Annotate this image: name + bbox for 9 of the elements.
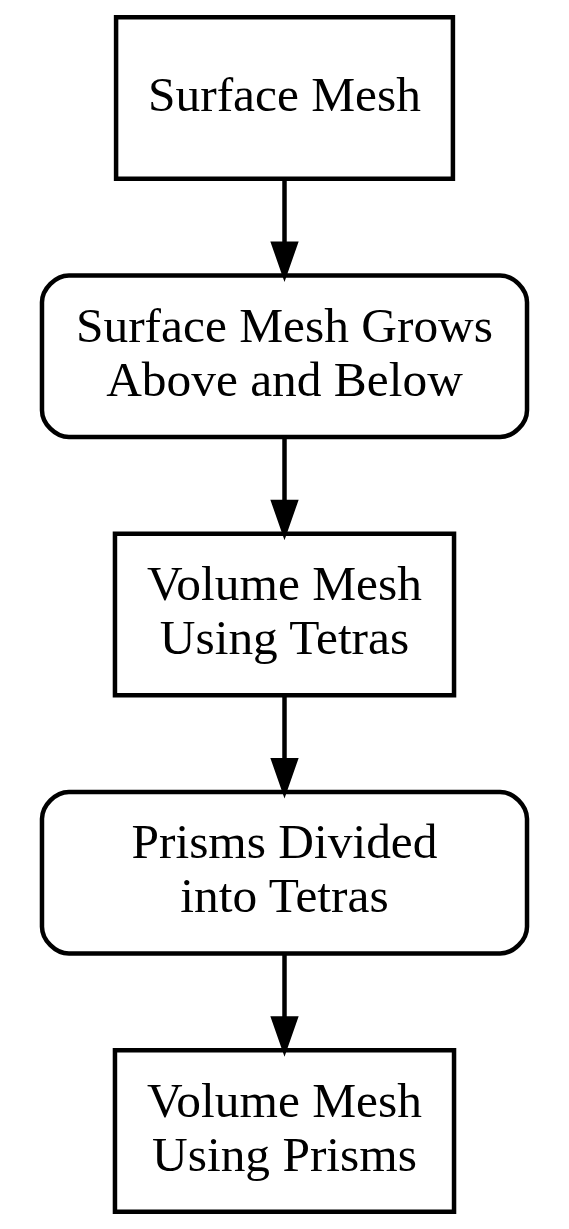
node-box: Volume Mesh Using Prisms bbox=[112, 1047, 457, 1215]
arrow bbox=[270, 179, 299, 282]
node-box: Surface Mesh Grows Above and Below bbox=[39, 273, 530, 440]
node-box: Surface Mesh bbox=[113, 14, 456, 182]
arrow bbox=[270, 695, 299, 799]
arrow bbox=[270, 437, 299, 541]
arrow bbox=[270, 953, 299, 1057]
node-box: Volume Mesh Using Tetras bbox=[112, 531, 457, 698]
node-box: Prisms Divided into Tetras bbox=[39, 789, 530, 956]
